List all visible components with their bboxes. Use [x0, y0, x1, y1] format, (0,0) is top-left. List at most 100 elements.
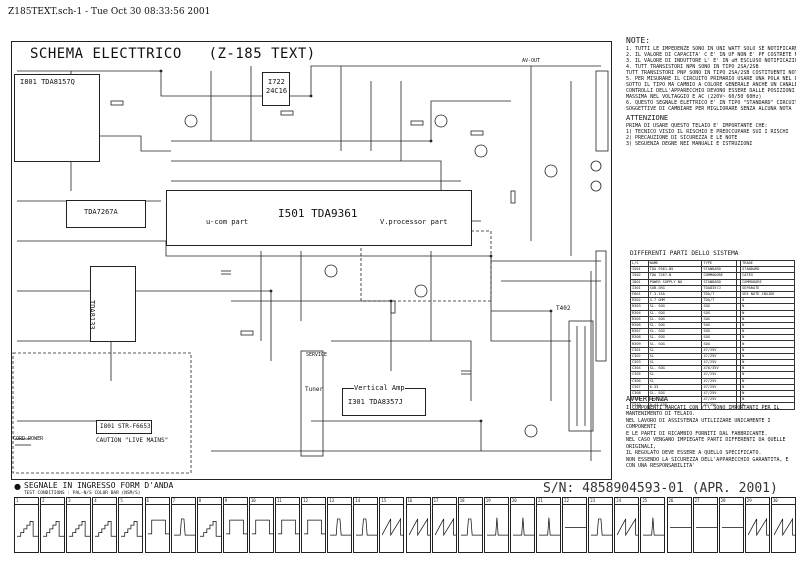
waveform-trace: [643, 517, 665, 536]
notes-line: SOTTO IL TIPO MA CAMBIO A COLORE GENERAL…: [626, 82, 796, 88]
waveform-label: 21: [537, 498, 561, 505]
waveform-box: 28: [718, 497, 744, 553]
waveform-box: 6: [144, 497, 170, 553]
waveform-trace: [330, 518, 352, 536]
waveform-trace: [460, 518, 482, 536]
schematic-wiring: [12, 65, 609, 474]
ic-i801-label: I801 TDA8157Q: [20, 78, 75, 86]
waveform-box: 9: [222, 497, 248, 553]
ic-i722-label: I722: [268, 78, 285, 86]
waveform-trace: [669, 527, 691, 528]
waveform-label: 16: [406, 498, 430, 505]
t402-label: T402: [556, 305, 571, 312]
waveform-label: 26: [667, 498, 691, 505]
waveform-label: 11: [276, 498, 300, 505]
cord-power-label: CORD POWER: [13, 436, 44, 442]
waveform-box: 10: [248, 497, 274, 553]
waveform-label: 30: [771, 498, 795, 505]
waveform-trace: [591, 518, 613, 536]
avvertenza-line: NEL CASO VENGANO IMPIEGATE PARTI DIFFERE…: [626, 437, 786, 450]
ic-tda8357-label: I301 TDA8357J: [348, 398, 403, 406]
waveform-box: 12: [301, 497, 327, 553]
waveform-trace: [695, 527, 717, 528]
waveform-trace: [539, 517, 561, 536]
notes-line: 2. IL VALORE DI CAPACITA' C E' IN UF NON…: [626, 52, 796, 58]
ic-str-box: [96, 420, 152, 434]
waveform-label: 4: [93, 498, 117, 505]
avvertenza-line: NON ESSENDO LA SICUREZZA DELL'APPARECCHI…: [626, 456, 789, 470]
notes-line: 1. TUTTI LE IMPEDENZE SONO IN UNI WATT S…: [626, 46, 796, 52]
attenzione-panel: ATTENZIONE PRIMA DI USARE QUESTO TELAIO …: [626, 115, 796, 148]
waveform-trace: [747, 517, 769, 537]
waveform-trace: [251, 519, 273, 535]
ic-ucom-label: u-com part: [206, 218, 249, 226]
waveform-trace: [17, 521, 39, 537]
signals-title: SEGNALE IN INGRESSO FORM D'ANDA: [24, 481, 174, 490]
waveform-trace: [95, 521, 117, 537]
ic-tda8133-label: TDA8133: [88, 300, 96, 330]
waveform-label: 29: [745, 498, 769, 505]
ic-tda8133-box: [90, 266, 136, 342]
waveform-box: 11: [275, 497, 301, 553]
waveform-label: 13: [328, 498, 352, 505]
notes-panel: NOTE: 1. TUTTI LE IMPEDENZE SONO IN UNI …: [626, 36, 796, 113]
avvertenza-line: NEL LAVORO DI ASSISTENZA UTILIZZARE UNIC…: [626, 417, 771, 431]
waveform-box: 2: [40, 497, 66, 553]
parts-table-cell: 47/25V: [701, 402, 737, 410]
waveform-trace: [382, 517, 404, 537]
waveform-trace: [121, 521, 143, 537]
waveform-trace: [486, 517, 508, 536]
attenzione-line: 1) TECNICO VISIO IL RISCHIO E PREOCCUPAR…: [626, 129, 789, 135]
notes-title: NOTE:: [626, 36, 651, 45]
waveform-box: 3: [66, 497, 92, 553]
waveform-label: 19: [484, 498, 508, 505]
waveform-trace: [721, 527, 743, 528]
waveform-box: 23: [588, 497, 614, 553]
waveform-label: 8: [197, 498, 221, 505]
waveform-trace: [617, 517, 639, 537]
page-header: Z185TEXT.sch-1 - Tue Oct 30 08:33:56 200…: [8, 7, 211, 17]
avvertenza-title: AVVERTENZA: [626, 395, 669, 403]
waveform-box: 29: [744, 497, 770, 553]
waveform-box: 5: [118, 497, 144, 553]
waveform-box: 16: [405, 497, 431, 553]
waveform-trace: [199, 521, 221, 537]
ic-i501-box: [166, 190, 472, 246]
waveform-label: 24: [615, 498, 639, 505]
ic-vertical-amp-label: Vertical Amp: [354, 384, 405, 392]
waveform-label: 17: [432, 498, 456, 505]
serial-number: S/N: 4858904593-01 (APR. 2001): [543, 481, 778, 496]
notes-line: MASSIMA NEL VOLTAGGIO E AC (220V~ 60/50 …: [626, 94, 762, 100]
waveform-trace: [512, 517, 534, 536]
waveform-box: 25: [640, 497, 666, 553]
waveform-box: 15: [379, 497, 405, 553]
waveform-box: 13: [327, 497, 353, 553]
waveform-box: 19: [483, 497, 509, 553]
waveform-label: 27: [693, 498, 717, 505]
waveform-box: 14: [353, 497, 379, 553]
ic-i501-label: I501 TDA9361: [278, 207, 358, 220]
waveform-label: 20: [510, 498, 534, 505]
waveform-label: 7: [171, 498, 195, 505]
waveform-trace: [69, 521, 91, 537]
waveform-box: 8: [196, 497, 222, 553]
waveform-trace: [434, 517, 456, 537]
tuner-label: Tuner: [305, 386, 324, 393]
waveform-box: 4: [92, 497, 118, 553]
ic-str-label: I801 STR-F6653: [100, 423, 151, 430]
notes-line: TUTT TRANSISTORI PNP SONO IN TIPO 2SA/2S…: [626, 70, 796, 76]
waveform-label: 14: [354, 498, 378, 505]
notes-line: 5. PER MISURARE IL CIRCUITO PRIMARIO USA…: [626, 76, 796, 82]
waveform-label: 18: [458, 498, 482, 505]
waveform-box: 22: [562, 497, 588, 553]
waveform-trace: [773, 517, 795, 537]
notes-line: CONTROLLI DELL'APPARECCHIO DEVONO ESSERE…: [626, 88, 795, 94]
waveform-label: 23: [589, 498, 613, 505]
ic-i801-box: [14, 74, 100, 162]
